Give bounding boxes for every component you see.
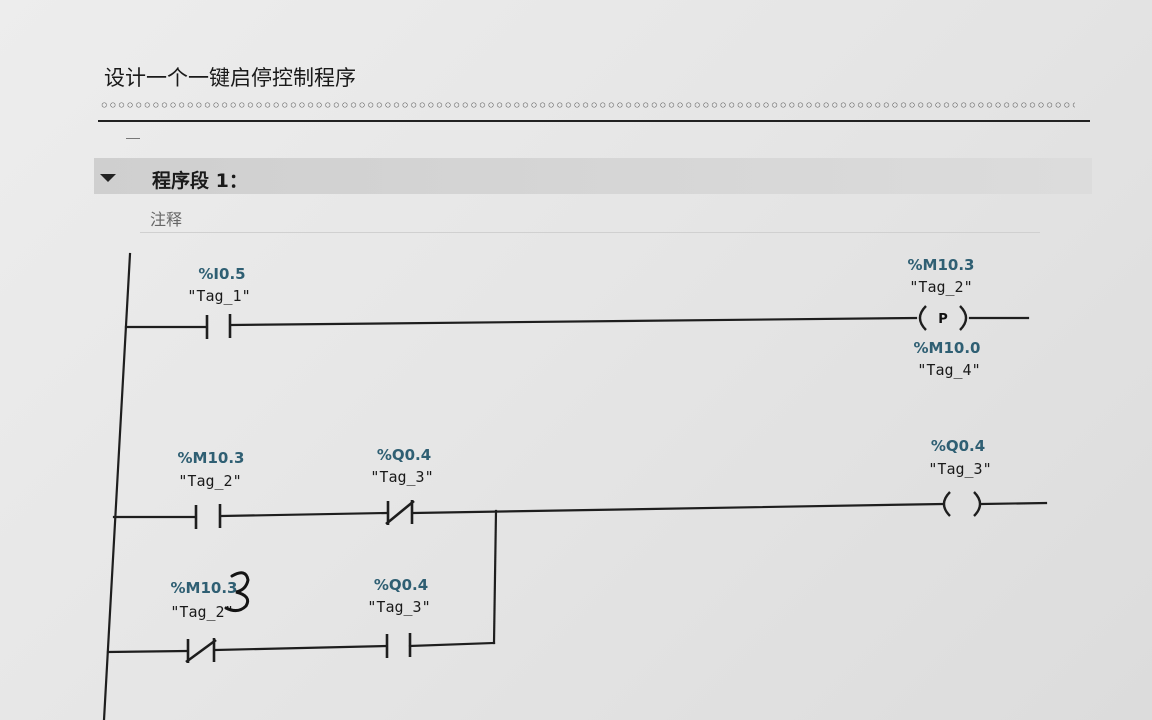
p-coil-memory-address: %M10.0: [914, 339, 981, 357]
rung2-no-contact-tag: "Tag_2": [178, 472, 241, 490]
rung1-contact-address: %I0.5: [198, 265, 245, 283]
document-title: 设计一个一键启停控制程序: [104, 66, 356, 90]
rung3-no-contact-address: %Q0.4: [374, 576, 428, 594]
comment-underline: [140, 232, 1040, 233]
rung2-nc-contact-tag: "Tag_3": [370, 468, 433, 486]
rung2-nc-contact-address: %Q0.4: [377, 446, 431, 464]
rung3-no-contact-icon: [385, 633, 412, 658]
rung3-nc-contact-tag: "Tag_2": [170, 603, 233, 621]
rung3-no-contact-tag: "Tag_3": [367, 598, 430, 616]
network-header-bar[interactable]: [94, 158, 1092, 194]
rung3-wire-mid: [214, 644, 388, 652]
separator-tick: [126, 138, 140, 139]
rung1-contact-tag: "Tag_1": [187, 287, 250, 305]
network-title: 程序段 1：: [152, 170, 248, 192]
rung2-nc-contact-icon: [385, 499, 415, 526]
coil-tag: "Tag_3": [928, 460, 991, 478]
rung3-nc-contact-address: %M10.3: [171, 579, 238, 597]
rung2-wire-mid: [220, 511, 388, 518]
p-coil-icon: [918, 305, 968, 331]
rung2-no-contact-icon: [194, 504, 222, 529]
network-comment[interactable]: 注释: [150, 210, 183, 229]
p-coil-address: %M10.3: [908, 256, 975, 274]
handwritten-correction-mark: [224, 571, 250, 613]
parallel-branch-line: [492, 509, 498, 645]
rung3-nc-contact-icon: [185, 638, 217, 664]
rung2-wire-end: [980, 501, 1048, 506]
separator-line: [98, 120, 1090, 122]
rung3-wire-right: [408, 641, 496, 648]
left-power-rail: [102, 252, 132, 720]
p-coil-memory-tag: "Tag_4": [917, 361, 980, 379]
dotted-separator: [100, 100, 1075, 110]
output-coil-icon: [942, 491, 982, 517]
rung1-no-contact-icon: [205, 314, 232, 339]
p-coil-symbol: P: [938, 312, 948, 327]
p-coil-tag: "Tag_2": [909, 278, 972, 296]
rung2-wire-right: [412, 502, 944, 515]
coil-address: %Q0.4: [931, 437, 985, 455]
rung2-no-contact-address: %M10.3: [178, 449, 245, 467]
collapse-triangle-icon[interactable]: [100, 174, 116, 182]
rung1-wire-mid: [230, 316, 918, 327]
rung3-wire-left: [106, 649, 188, 654]
